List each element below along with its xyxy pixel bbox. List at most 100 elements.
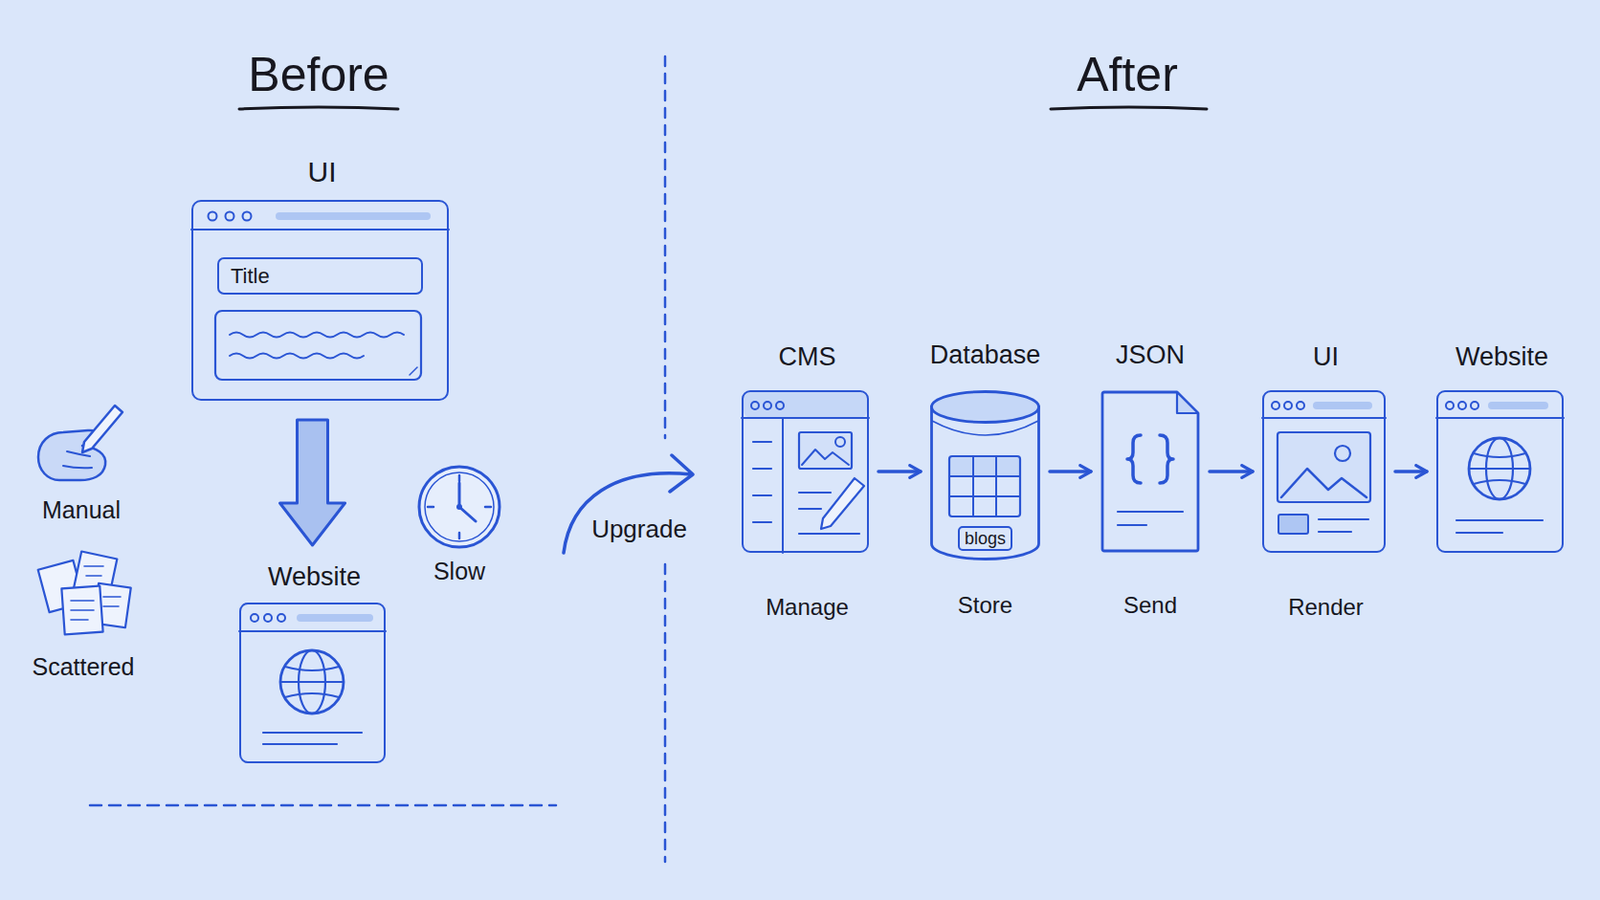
database-cylinder: DatabaseStoreblogs: [930, 390, 1041, 561]
document-fold: [1177, 392, 1199, 414]
table-grid: [949, 456, 1021, 517]
cms-window: CMSManage: [741, 390, 869, 554]
cylinder-top: [932, 392, 1040, 423]
ui-window: UITitle: [191, 200, 449, 401]
window-separator: [741, 418, 869, 554]
window-dot: [1458, 401, 1467, 410]
divider-line: [89, 804, 556, 808]
image-mountain: [1281, 468, 1367, 498]
window-dot: [1470, 401, 1479, 410]
window-dot: [264, 614, 272, 623]
hand-icon: [63, 451, 92, 468]
window-dot: [1296, 401, 1305, 410]
icon-caption: Scattered: [0, 651, 237, 684]
section-heading: Before: [165, 44, 472, 107]
clock-center: [456, 504, 463, 511]
heading-underline: [239, 107, 399, 110]
website-window: Website: [239, 602, 386, 764]
arrow-caption: Upgrade: [486, 512, 793, 546]
window-dot: [776, 401, 784, 410]
website-window: Website: [1436, 390, 1564, 554]
window-dot: [751, 401, 759, 410]
address-bar: [296, 614, 374, 623]
globe-icon: [280, 666, 344, 698]
window-dot: [1284, 401, 1292, 410]
icon-caption: Manual: [0, 494, 235, 527]
brace-icon: [1159, 435, 1174, 484]
flow-arrow: [1049, 469, 1091, 474]
document-body: [1102, 392, 1199, 552]
text-area: [215, 311, 422, 380]
text-lines: [1456, 520, 1543, 534]
divider-line: [664, 56, 667, 863]
node-heading: JSON: [1023, 338, 1277, 372]
resize-mark: [409, 367, 418, 376]
json-document: JSONSend: [1100, 390, 1200, 554]
upgrade-arrow-head: [669, 455, 693, 492]
address-bar: [275, 212, 431, 221]
table-grid: [949, 456, 1021, 517]
image-frame: [799, 432, 852, 469]
cylinder-body: [932, 405, 1040, 560]
clock-icon: [419, 466, 500, 548]
window-separator: [191, 228, 449, 231]
node-caption: Manage: [666, 593, 948, 623]
text-lines: [1117, 511, 1183, 526]
thumbnail: [1278, 514, 1309, 534]
globe-icon: [280, 650, 344, 714]
node-caption: Store: [853, 591, 1117, 621]
image-sun: [835, 437, 845, 447]
table-header: [949, 456, 1021, 477]
image-mountain: [801, 449, 849, 466]
tag-text: blogs: [964, 528, 1006, 551]
text-scribble: [229, 354, 364, 359]
image-sun: [1334, 445, 1351, 462]
node-heading: Website: [1361, 340, 1600, 374]
image-frame: [1277, 432, 1371, 503]
brace-icon: [1127, 435, 1141, 484]
window-separator: [1262, 417, 1386, 420]
title-bar: [743, 392, 867, 419]
sidebar-lines: [753, 442, 772, 523]
window-dot: [763, 401, 772, 410]
node-heading: UI: [1187, 340, 1465, 374]
node-heading: UI: [116, 154, 528, 191]
window-dot: [250, 614, 259, 623]
globe-icon: [1468, 453, 1531, 485]
address-bar: [1488, 401, 1549, 410]
text-lines: [263, 733, 362, 745]
window-dot: [208, 212, 218, 222]
window-separator: [239, 630, 386, 633]
address-bar: [1312, 401, 1373, 410]
window-dot: [225, 212, 235, 222]
window-separator: [1436, 417, 1564, 420]
window-dot: [277, 614, 286, 623]
flow-arrow: [878, 469, 921, 474]
ui-window: UIRender: [1262, 390, 1386, 554]
field-text: Title: [219, 263, 270, 290]
paper-lines: [70, 566, 121, 621]
node-caption: Render: [1187, 593, 1465, 623]
section-heading: After: [974, 44, 1281, 107]
window-dot: [1445, 401, 1454, 410]
clock-ticks: [427, 475, 491, 539]
node-heading: CMS: [666, 340, 948, 374]
pencil-icon: [82, 405, 123, 453]
flow-arrow: [1395, 469, 1427, 474]
document-outline: [1100, 390, 1200, 554]
text-lines: [1318, 519, 1369, 533]
node-caption: Send: [1023, 591, 1277, 621]
window-dot: [1271, 401, 1280, 410]
pencil-icon: [821, 478, 865, 530]
globe-icon: [1468, 438, 1531, 500]
table-tag: blogs: [957, 526, 1013, 552]
clock-icon: [424, 472, 494, 542]
block-arrow: [280, 420, 346, 546]
input-field: Title: [217, 257, 423, 295]
text-scribble: [229, 333, 404, 338]
flow-arrow: [1209, 469, 1253, 474]
heading-underline: [1050, 107, 1207, 110]
